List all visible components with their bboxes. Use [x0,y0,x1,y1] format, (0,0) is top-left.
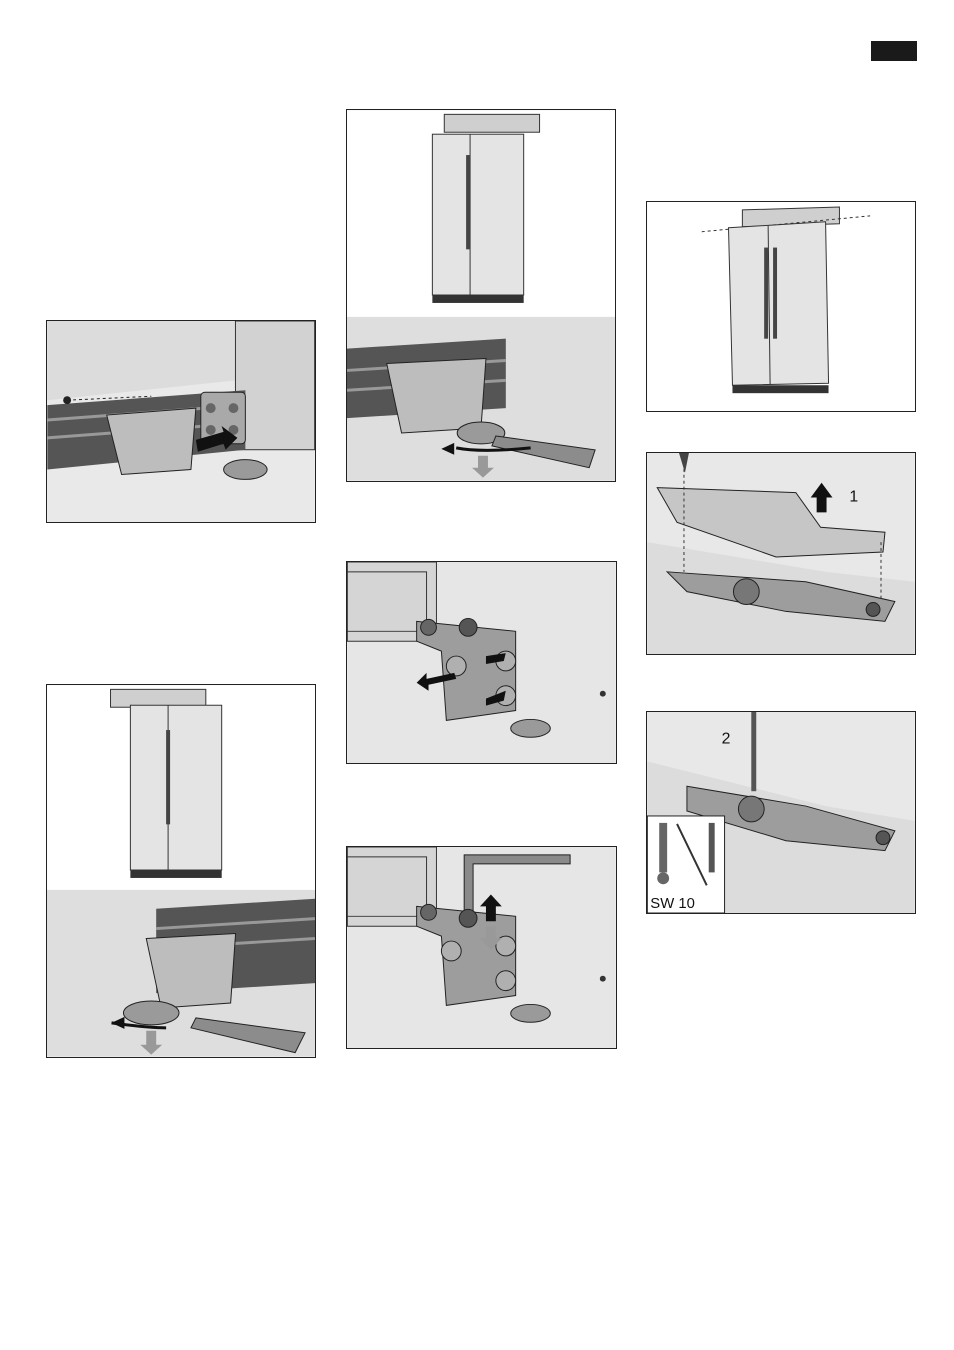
fig-cover-removal [46,320,316,523]
section-tab [871,41,917,61]
fig-top-hinge-cover: 1 [646,452,916,655]
fig-leveling-right [346,109,616,482]
tool-label: SW 10 [650,896,695,912]
fig-hinge-bolts [346,561,617,764]
fig-top-hinge-nut: 2 SW 10 [646,711,916,914]
fig-hinge-hex-key [346,846,617,1049]
fig-leveling-left [46,684,316,1058]
callout-2: 2 [722,731,731,748]
fig-level-tilted [646,201,916,412]
callout-1: 1 [849,489,858,506]
